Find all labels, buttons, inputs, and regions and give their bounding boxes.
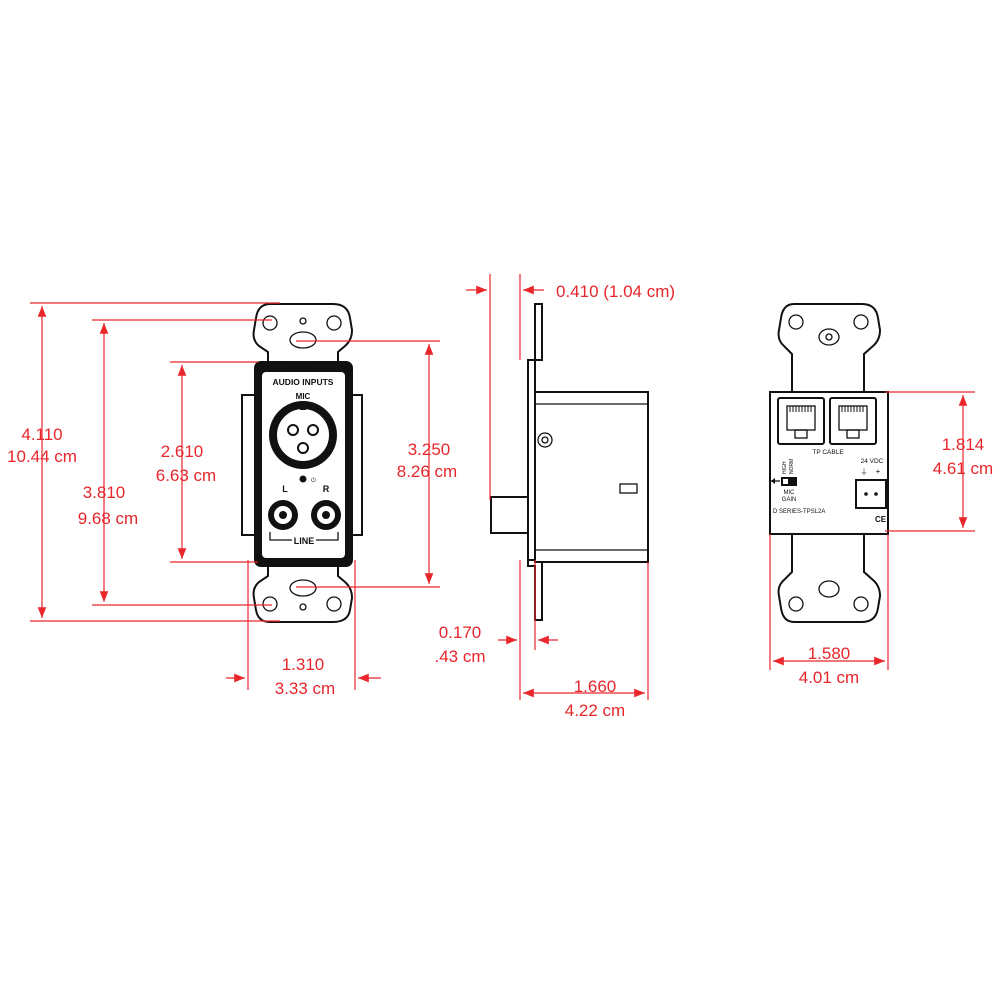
rear-strap-top: [777, 303, 882, 393]
tp-cable-label: TP CABLE: [812, 449, 844, 456]
rj45-jack-2: [829, 397, 877, 445]
dim-mount-spacing-cm: 9.68 cm: [78, 509, 138, 528]
model-label: D SERIES-TPSL2A: [773, 509, 825, 515]
side-plate: [527, 359, 536, 561]
side-dimensions: 0.410 (1.04 cm) 0.170 .43 cm 1.660 4.22 …: [434, 274, 675, 720]
dim-box-height-cm: 8.26 cm: [397, 462, 457, 481]
dim-overall-height-cm: 10.44 cm: [7, 447, 77, 466]
svg-text:MIC: MIC: [784, 490, 796, 496]
dim-panel-height-cm: 6.63 cm: [156, 466, 216, 485]
right-label: R: [323, 484, 330, 494]
dim-protrusion-cm: .43 cm: [434, 647, 485, 666]
dim-mount-spacing-in: 3.810: [83, 483, 126, 502]
dim-depth-in: 1.660: [574, 677, 617, 696]
dim-rear-width-in: 1.580: [808, 644, 851, 663]
power-terminal-block: [855, 479, 887, 509]
svg-text:GAIN: GAIN: [782, 497, 797, 503]
svg-text:HIGH: HIGH: [782, 461, 788, 474]
phantom-led: [299, 475, 307, 483]
rca-right-jack: [311, 500, 341, 530]
dim-rear-height-cm: 4.61 cm: [933, 459, 993, 478]
voltage-label: 24 VDC: [861, 458, 884, 465]
rear-view: TP CABLE HIGH NORM MIC GAIN 24 VDC ⏚ + D…: [769, 303, 889, 623]
rear-strap-bottom: [777, 533, 882, 623]
dim-box-height-in: 3.250: [408, 440, 451, 459]
dim-rear-height-in: 1.814: [942, 435, 985, 454]
dim-panel-width-in: 1.310: [282, 655, 325, 674]
side-protrusion: [490, 496, 529, 534]
line-label: LINE: [294, 536, 315, 546]
svg-text:NORM: NORM: [789, 459, 795, 474]
front-dimensions: 4.110 10.44 cm 3.810 9.68 cm 2.610 6.63 …: [7, 302, 457, 698]
svg-text:⏻: ⏻: [311, 477, 316, 484]
ce-mark: CE: [875, 515, 887, 524]
plus-symbol: +: [876, 467, 881, 476]
dim-overall-height-in: 4.110: [21, 425, 62, 444]
rj45-jack-1: [777, 397, 825, 445]
front-view: RDL AUDIO INPUTS MIC ⏻ L R LINE: [241, 303, 363, 623]
side-strap: [527, 303, 543, 369]
dim-protrusion-in: 0.170: [439, 623, 482, 642]
dim-panel-width-cm: 3.33 cm: [275, 679, 335, 698]
brand-logo: RDL: [294, 363, 313, 373]
mic-label: MIC: [296, 392, 311, 401]
rca-left-jack: [268, 500, 298, 530]
dim-depth-cm: 4.22 cm: [565, 701, 625, 720]
dim-rear-width-cm: 4.01 cm: [799, 668, 859, 687]
audio-inputs-label: AUDIO INPUTS: [273, 377, 334, 387]
side-view: [490, 303, 649, 621]
xlr-mic-jack: [269, 401, 337, 469]
left-label: L: [282, 484, 288, 494]
dim-panel-height-in: 2.610: [161, 442, 204, 461]
rear-dimensions: 1.814 4.61 cm 1.580 4.01 cm: [769, 391, 993, 687]
ground-symbol: ⏚: [861, 468, 868, 476]
mounting-strap: [252, 303, 354, 363]
mic-gain-switch: HIGH NORM MIC GAIN: [771, 459, 797, 503]
mounting-strap-bottom: [252, 565, 354, 623]
dim-plate-thickness: 0.410 (1.04 cm): [556, 282, 675, 301]
side-body: [534, 391, 649, 563]
